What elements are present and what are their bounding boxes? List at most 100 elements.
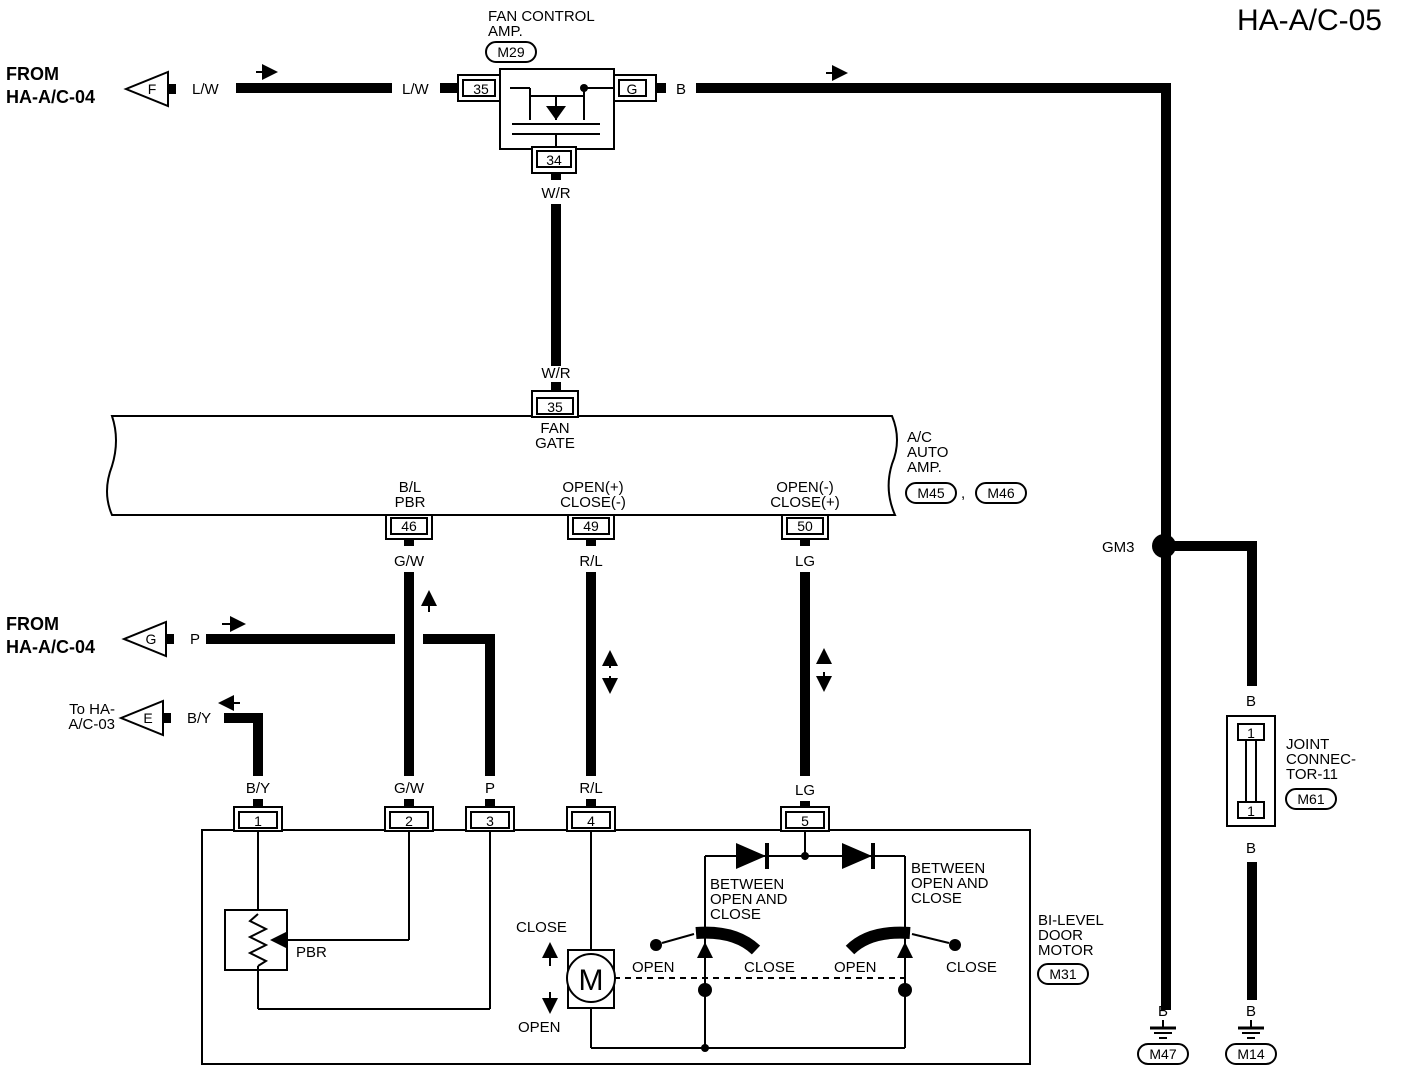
motor-name-3: MOTOR xyxy=(1038,942,1094,959)
fan-amp-name-1: FAN CONTROL xyxy=(488,8,595,25)
ac-amp-pin-46: 46 xyxy=(401,518,417,534)
connector-arrow-icon xyxy=(118,699,164,737)
from-g-text-2: HA-A/C-04 xyxy=(6,637,95,657)
between-left-1: BETWEEN xyxy=(710,876,784,893)
from-f-terminal: FROM HA-A/C-04 F L/W xyxy=(6,64,220,108)
fan-amp-pin-g: G xyxy=(627,81,638,97)
transistor-arrow-icon xyxy=(546,106,566,120)
switch-right-open-label: OPEN xyxy=(834,959,877,976)
motor-name-1: BI-LEVEL xyxy=(1038,912,1104,929)
wire-label-p-bottom: P xyxy=(485,780,495,797)
between-right-3: CLOSE xyxy=(911,890,962,907)
wire-label-rl-top: R/L xyxy=(579,553,602,570)
to-e-text-1: To HA- xyxy=(69,701,115,718)
wire-label-lg-top: LG xyxy=(795,553,815,570)
fan-amp-name-2: AMP. xyxy=(488,23,523,40)
fan-gate-label-1: FAN xyxy=(540,420,569,437)
to-e-terminal: To HA- A/C-03 E B/Y xyxy=(68,699,211,737)
ac-amp-pin-49: 49 xyxy=(583,518,599,534)
joint-name-2: CONNEC- xyxy=(1286,751,1356,768)
between-left-3: CLOSE xyxy=(710,906,761,923)
limit-switch-icon xyxy=(695,926,761,955)
joint-connector-11: 1 1 JOINT CONNEC- TOR-11 M61 xyxy=(1226,715,1356,827)
motor-pin-4: 4 xyxy=(587,813,595,829)
pbr-terminal-label-1: B/L xyxy=(399,479,422,496)
connector-e-label: E xyxy=(143,710,152,726)
between-right-2: OPEN AND xyxy=(911,875,989,892)
ground-m14-wire: B xyxy=(1246,1003,1256,1020)
from-f-text-1: FROM xyxy=(6,64,59,84)
diode-icon xyxy=(736,843,766,869)
connector-m46-badge xyxy=(975,482,1027,504)
fan-amp-pin-34: 34 xyxy=(546,152,562,168)
ac-amp-pin-35: 35 xyxy=(547,399,563,415)
motor-pin-5: 5 xyxy=(801,813,809,829)
from-g-terminal: FROM HA-A/C-04 G P xyxy=(6,614,200,658)
wire-label-b-joint-top: B xyxy=(1246,693,1256,710)
ac-amp-name-3: AMP. xyxy=(907,459,942,476)
to-e-text-2: A/C-03 xyxy=(68,716,115,733)
from-f-text-2: HA-A/C-04 xyxy=(6,87,95,107)
motor-pin-1: 1 xyxy=(254,813,262,829)
wire-label-gw-top: G/W xyxy=(394,553,425,570)
wire-label-by-left: B/Y xyxy=(187,710,211,727)
wire-label-lw-left: L/W xyxy=(192,81,220,98)
connector-f-label: F xyxy=(148,81,157,97)
connector-m31-badge xyxy=(1037,963,1089,985)
ac-auto-amp: 35 FAN GATE B/L PBR OPEN(+) CLOSE(-) OPE… xyxy=(106,390,1027,540)
motor-pin-3: 3 xyxy=(486,813,494,829)
switch-left-close-label: CLOSE xyxy=(744,959,795,976)
connector-m31-label: M31 xyxy=(1049,966,1076,982)
open-terminal-label-1: OPEN(+) xyxy=(562,479,623,496)
ac-amp-name-2: AUTO xyxy=(907,444,948,461)
between-right-1: BETWEEN xyxy=(911,860,985,877)
connector-m46-label: M46 xyxy=(987,485,1014,501)
joint-pin-bottom: 1 xyxy=(1247,803,1255,819)
wire-label-wr-bottom: W/R xyxy=(541,365,570,382)
fan-amp-pin-35: 35 xyxy=(473,81,489,97)
limit-switch-icon xyxy=(845,926,911,955)
close-terminal-label-1: OPEN(-) xyxy=(776,479,834,496)
switch-left-open-label: OPEN xyxy=(632,959,675,976)
motor-pin-2: 2 xyxy=(405,813,413,829)
bi-level-door-motor: 1 2 3 4 5 PBR M CLOSE OPEN xyxy=(201,806,1104,1065)
resistor-icon xyxy=(247,913,269,967)
connector-m61-label: M61 xyxy=(1297,791,1324,807)
ac-amp-pin-50: 50 xyxy=(797,518,813,534)
ac-amp-name-1: A/C xyxy=(907,429,932,446)
splice-gm3-label: GM3 xyxy=(1102,539,1135,556)
wire-label-gw-bottom: G/W xyxy=(394,780,425,797)
ground-m47-wire: B xyxy=(1158,1003,1168,1020)
ground-m47: B M47 xyxy=(1137,1003,1189,1065)
motor-m-label: M xyxy=(579,964,604,997)
ground-m47-label: M47 xyxy=(1149,1046,1176,1062)
wire-label-p-left: P xyxy=(190,631,200,648)
fan-gate-label-2: GATE xyxy=(535,435,575,452)
connector-separator: , xyxy=(961,485,965,502)
motor-name-2: DOOR xyxy=(1038,927,1083,944)
wire-label-wr-top: W/R xyxy=(541,185,570,202)
pbr-terminal-label-2: PBR xyxy=(395,494,426,511)
connector-m45-label: M45 xyxy=(917,485,944,501)
connector-m29-badge xyxy=(485,41,537,63)
joint-name-3: TOR-11 xyxy=(1286,766,1338,783)
wire-label-b-joint-bottom: B xyxy=(1246,840,1256,857)
connector-m29-label: M29 xyxy=(497,44,524,60)
fan-control-amp: FAN CONTROL AMP. M29 35 G 34 xyxy=(457,8,657,174)
between-left-2: OPEN AND xyxy=(710,891,788,908)
connector-m61-badge xyxy=(1285,788,1337,810)
wire-label-lw-right: L/W xyxy=(402,81,430,98)
wire-label-lg-bottom: LG xyxy=(795,782,815,799)
joint-name-1: JOINT xyxy=(1286,736,1329,753)
page-title: HA-A/C-05 xyxy=(1237,4,1382,37)
ground-m14-label: M14 xyxy=(1237,1046,1264,1062)
switch-right-close-label: CLOSE xyxy=(946,959,997,976)
ground-m14: B M14 xyxy=(1225,1003,1277,1065)
pbr-label: PBR xyxy=(296,944,327,961)
open-terminal-label-2: CLOSE(-) xyxy=(560,494,626,511)
diode-icon xyxy=(842,843,872,869)
wire-label-b-top: B xyxy=(676,81,686,98)
close-terminal-label-2: CLOSE(+) xyxy=(770,494,840,511)
joint-pin-top: 1 xyxy=(1247,725,1255,741)
motor-open-label: OPEN xyxy=(518,1019,561,1036)
